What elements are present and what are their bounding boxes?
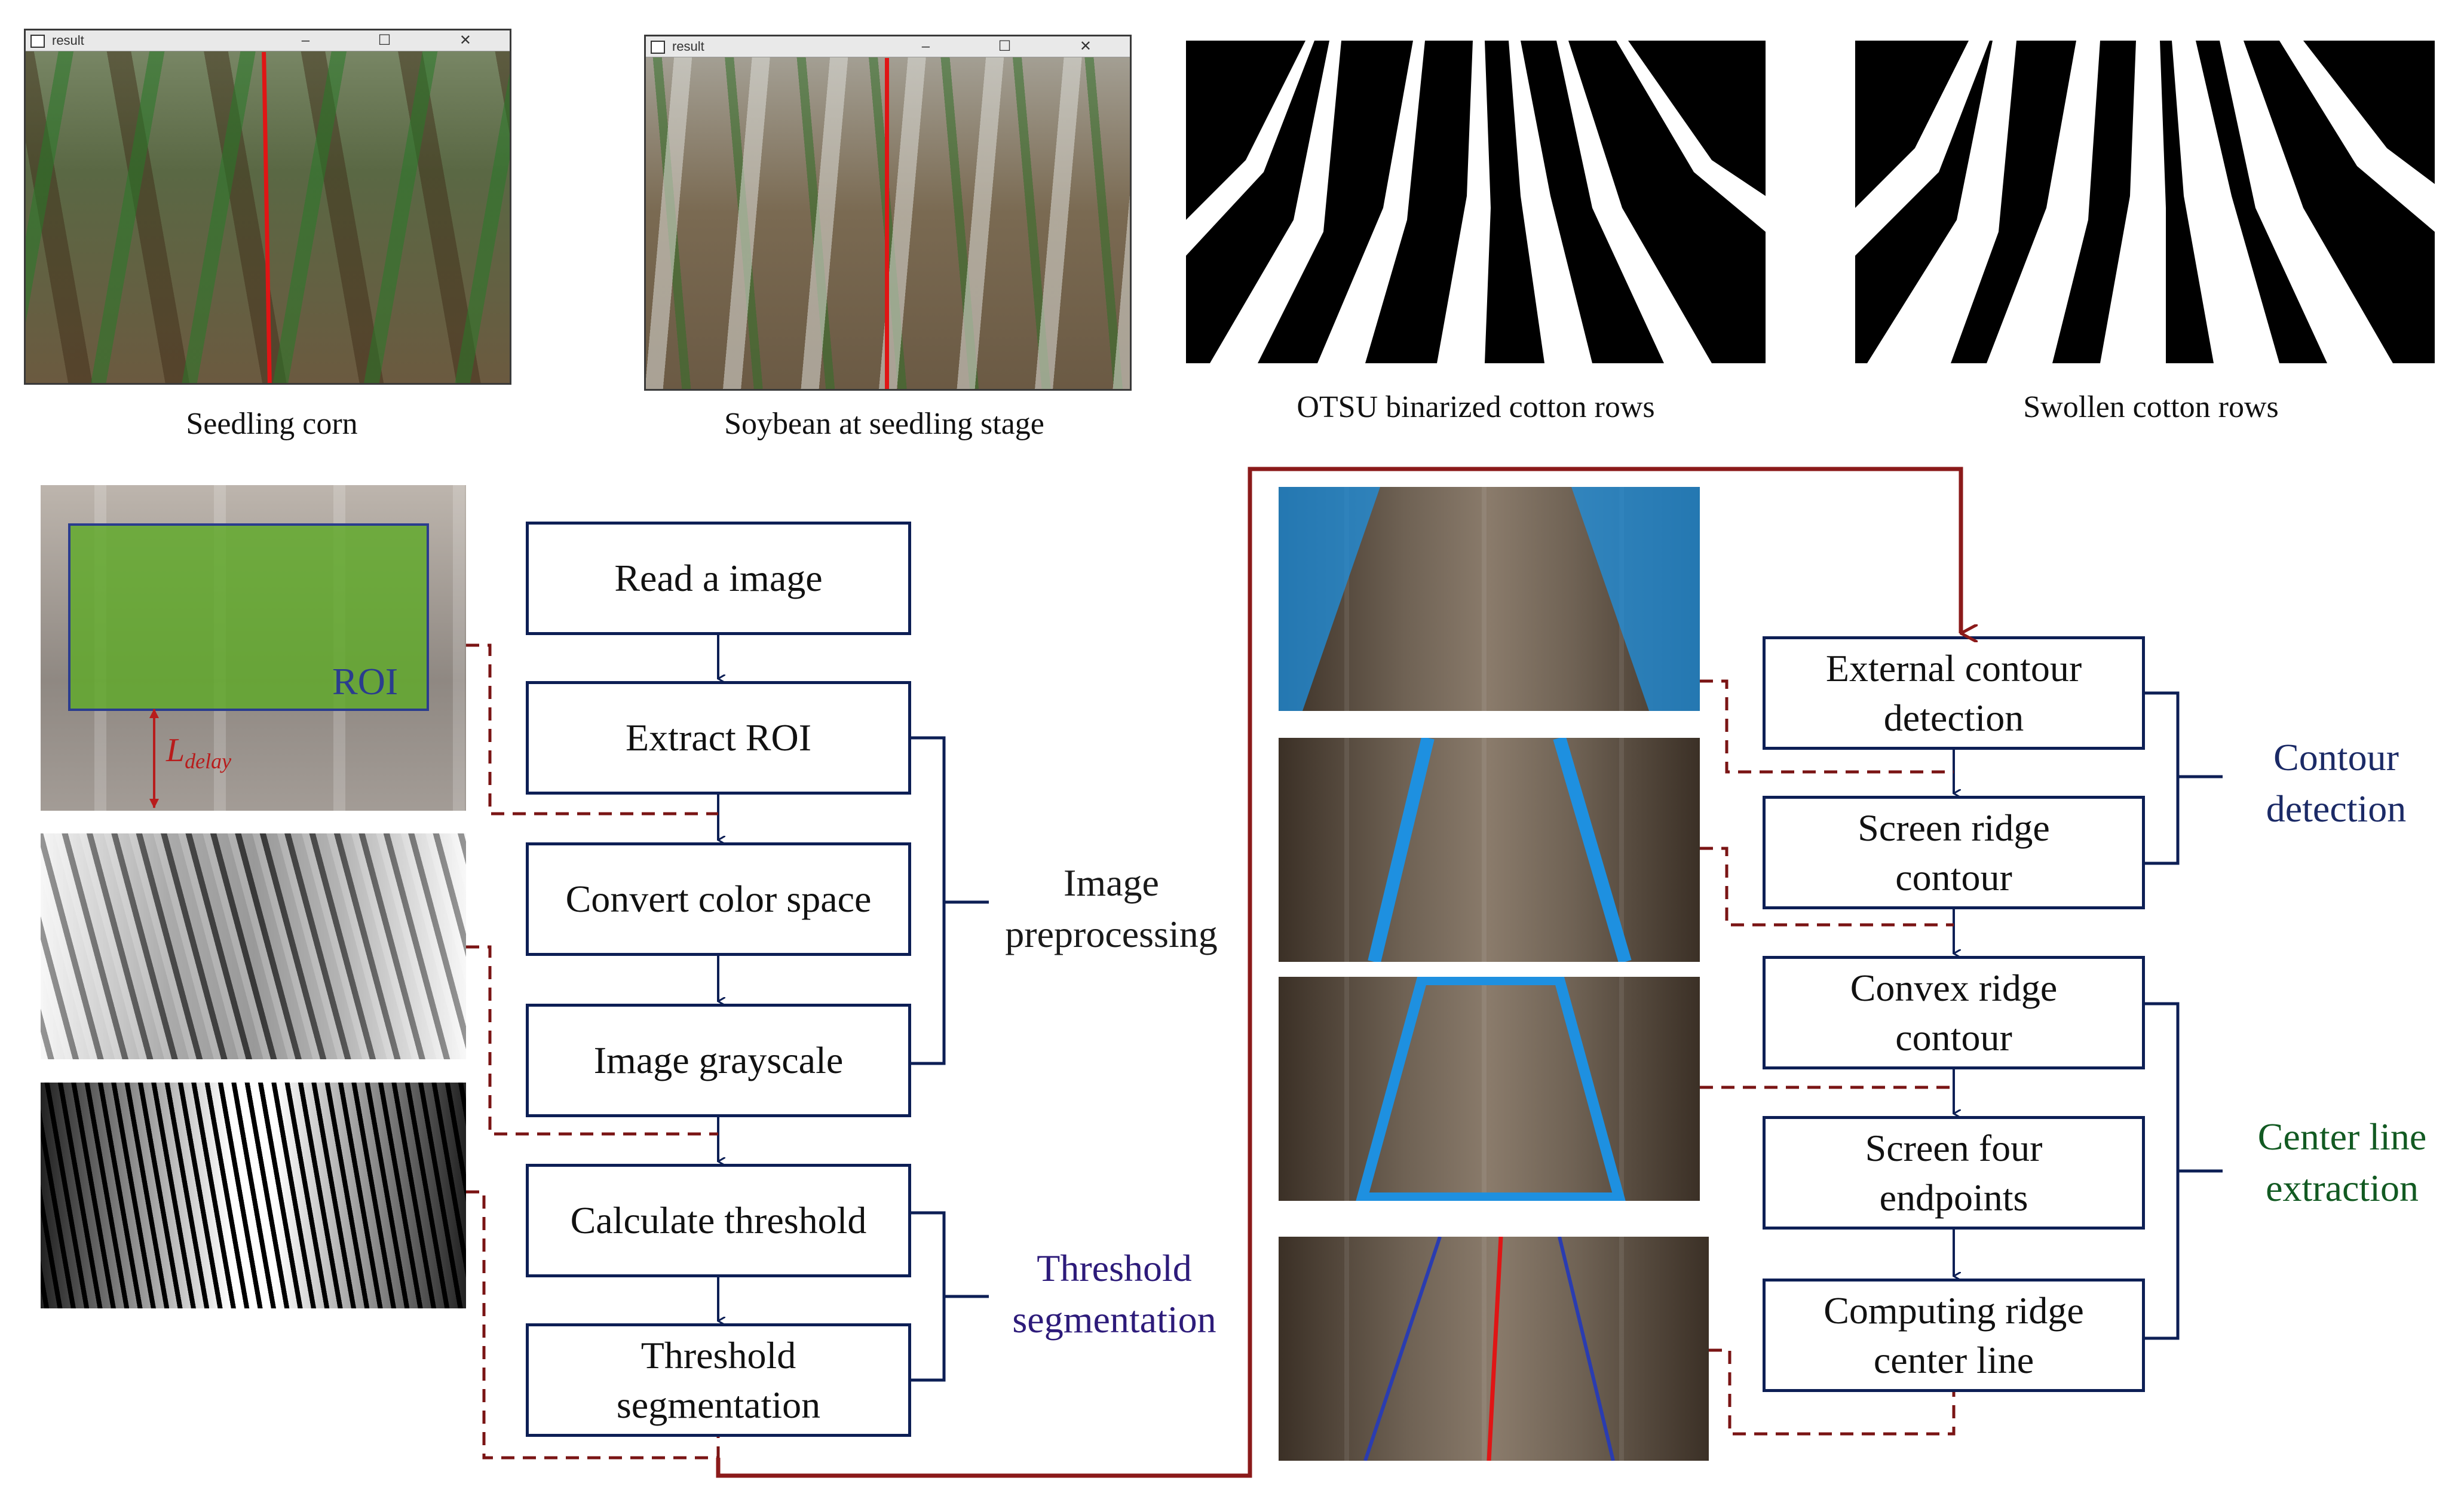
calculate-threshold-box: Calculate threshold bbox=[526, 1164, 911, 1277]
window-titlebar: result – ☐ ✕ bbox=[646, 36, 1130, 57]
window-title: result bbox=[672, 39, 704, 54]
image-preprocessing-label: Image preprocessing bbox=[1005, 862, 1218, 956]
center-line-marker bbox=[885, 58, 889, 389]
seedling-corn-photo: result – ☐ ✕ bbox=[24, 29, 511, 385]
ldelay-subscript: delay bbox=[185, 749, 232, 774]
computing-center-line-box: Computing ridge center line bbox=[1763, 1279, 2145, 1392]
window-controls-icon: – ☐ ✕ bbox=[921, 38, 1124, 54]
window-app-icon bbox=[651, 41, 665, 54]
screen-endpoints-box: Screen four endpoints bbox=[1763, 1116, 2145, 1230]
swollen-rows-image bbox=[1855, 41, 2435, 363]
caption-swollen: Swollen cotton rows bbox=[2023, 390, 2279, 424]
ldelay-arrow bbox=[149, 709, 159, 808]
read-image-box: Read a image bbox=[526, 522, 911, 635]
window-titlebar: result – ☐ ✕ bbox=[26, 30, 510, 51]
screen-ridge-box: Screen ridge contour bbox=[1763, 796, 2145, 909]
contour-detection-label: Contour detection bbox=[2266, 736, 2407, 830]
image-grayscale-box: Image grayscale bbox=[526, 1004, 911, 1117]
brace-threshold-segmentation bbox=[911, 1211, 989, 1382]
threshold-segmentation-box: Threshold segmentation bbox=[526, 1323, 911, 1437]
contour-overlay bbox=[1279, 487, 1700, 711]
ldelay-symbol: L bbox=[166, 732, 185, 769]
window-controls-icon: – ☐ ✕ bbox=[301, 32, 504, 48]
center-line-extraction-label: Center line extraction bbox=[2257, 1115, 2427, 1210]
external-contour-photo bbox=[1279, 487, 1700, 711]
grayscale-field-photo bbox=[41, 833, 466, 1059]
center-line-photo bbox=[1279, 1237, 1709, 1461]
screen-ridge-photo bbox=[1279, 738, 1700, 962]
convex-ridge-box: Convex ridge contour bbox=[1763, 956, 2145, 1069]
convert-color-box: Convert color space bbox=[526, 842, 911, 956]
brace-center-line-extraction bbox=[2145, 1002, 2223, 1340]
window-title: result bbox=[52, 33, 84, 48]
roi-field-photo: ROI Ldelay bbox=[41, 485, 466, 811]
caption-otsu: OTSU binarized cotton rows bbox=[1297, 390, 1655, 424]
caption-soybean: Soybean at seedling stage bbox=[724, 407, 1044, 441]
window-app-icon bbox=[30, 35, 45, 48]
center-line-marker bbox=[262, 51, 272, 383]
otsu-binarized-image bbox=[1186, 41, 1766, 363]
brace-image-preprocessing bbox=[911, 736, 989, 1065]
ldelay-label: Ldelay bbox=[166, 731, 231, 774]
external-contour-box: External contour detection bbox=[1763, 636, 2145, 750]
extract-roi-box: Extract ROI bbox=[526, 681, 911, 795]
brace-contour-detection bbox=[2145, 691, 2223, 865]
convex-ridge-photo bbox=[1279, 977, 1700, 1201]
soybean-seedling-photo: result – ☐ ✕ bbox=[644, 35, 1132, 391]
roi-rectangle bbox=[68, 523, 429, 711]
threshold-field-photo bbox=[41, 1083, 466, 1308]
caption-seedling-corn: Seedling corn bbox=[186, 407, 358, 441]
roi-label: ROI bbox=[332, 660, 399, 703]
center-line-overlay bbox=[1363, 1237, 1615, 1461]
convex-contour-overlay bbox=[1356, 977, 1626, 1201]
ridge-contour-overlay bbox=[1368, 738, 1632, 962]
threshold-segmentation-label: Threshold segmentation bbox=[1012, 1247, 1216, 1341]
